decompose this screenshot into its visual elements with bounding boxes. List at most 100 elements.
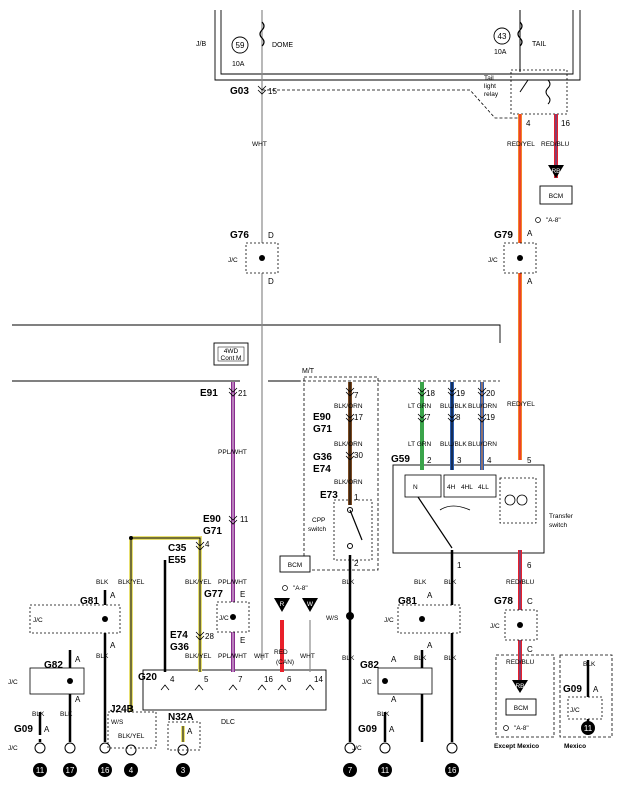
conn-n32a: N32A	[168, 712, 194, 723]
conn-g77-top: E	[240, 590, 245, 599]
fuse-dome-amp: 10A	[232, 61, 245, 68]
ground-label-11-right: 11	[381, 766, 390, 775]
bcm-except-mexico: RB BCM "A-8"	[503, 680, 537, 732]
jc-label-g09-mex: J/C	[570, 707, 580, 714]
conn-e74-b: E74	[313, 464, 331, 475]
ground-label-7: 7	[348, 766, 353, 775]
conn-g20-pin-6: 6	[287, 675, 292, 684]
label-blk-mex: BLK	[583, 661, 596, 668]
label-blk-tr-1: BLK	[444, 579, 457, 586]
label-wht-14: WHT	[300, 653, 315, 660]
label-blk-left-3: BLK	[60, 711, 73, 718]
relay-line-2: light	[484, 83, 496, 90]
bcm-top-ref: "A-8"	[546, 217, 561, 224]
top-pin-20: 20	[486, 389, 495, 398]
label-blk-cpp: BLK	[342, 579, 355, 586]
bcm-can-ref: "A-8"	[293, 585, 308, 592]
conn-g76-bottom: D	[268, 277, 274, 286]
label-red: RED	[274, 649, 288, 656]
label-red-blu-mid: RED/BLU	[506, 579, 534, 586]
conn-g81-right-pin-a: A	[427, 591, 433, 600]
ground-label-17: 17	[66, 766, 75, 775]
conn-g09-mex: G09	[563, 684, 582, 695]
label-ppl-wht-1: PPL/WHT	[218, 449, 247, 456]
label-blk-orn-3: BLK/ORN	[334, 479, 363, 486]
conn-e90-b: E90	[313, 412, 331, 423]
conn-g77: G77	[204, 589, 223, 600]
frames	[12, 10, 613, 751]
relay-line-1: Tail	[484, 75, 494, 82]
jc-label-g81-left: J/C	[33, 617, 43, 624]
connector-labels: G03 15 G76 D D G79 A A E91 21 E90 G71 11…	[14, 86, 599, 736]
ground-17: 17	[63, 742, 77, 777]
conn-g03-pin: 15	[268, 87, 277, 96]
top-pin-19: 19	[456, 389, 465, 398]
conn-g78: G78	[494, 596, 513, 607]
label-blu-blk-1: BLU/BLK	[440, 403, 467, 410]
conn-g82-left: G82	[44, 660, 63, 671]
ground-16-right: 16	[445, 742, 459, 777]
label-can: (CAN)	[276, 659, 294, 666]
conn-e73: E73	[320, 490, 338, 501]
conn-g78-bottom: C	[527, 645, 533, 654]
conn-j24b: J24B	[110, 704, 134, 715]
jc-boxes	[29, 242, 603, 739]
ground-label-4: 4	[129, 766, 134, 775]
label-blk-orn-1: BLK/ORN	[334, 403, 363, 410]
conn-g59-pin-4: 4	[487, 456, 492, 465]
cpp-switch: CPP switch	[308, 507, 363, 549]
relay-pin-16: 16	[561, 119, 570, 128]
pos-4ll: 4LL	[478, 484, 489, 491]
transfer-label-2: switch	[549, 522, 567, 529]
label-blu-blk-2: BLU/BLK	[440, 441, 467, 448]
connector-ticks	[195, 85, 487, 641]
conn-e91-pin: 21	[238, 389, 247, 398]
conn-g59-pin-3: 3	[457, 456, 462, 465]
conn-e55: E55	[168, 555, 186, 566]
label-mt: M/T	[302, 368, 315, 375]
conn-g79: G79	[494, 230, 513, 241]
conn-g71-b: G71	[313, 424, 332, 435]
label-blk-tr-3: BLK	[414, 655, 427, 662]
conn-g20: G20	[138, 672, 157, 683]
ground-label-16-right: 16	[448, 766, 457, 775]
bcm-can-w: W	[307, 601, 314, 608]
conn-g76-top: D	[268, 231, 274, 240]
conn-g20-pin-4: 4	[170, 675, 175, 684]
label-blk-cpp-2: BLK	[342, 655, 355, 662]
label-ppl-wht-2: PPL/WHT	[218, 579, 247, 586]
label-blk-left-1: BLK	[96, 579, 109, 586]
ground-16-left: 16	[98, 742, 112, 777]
pos-4hl: 4HL	[461, 484, 473, 491]
conn-e90-b-pin-8: 8	[456, 413, 461, 422]
label-blk-yel-j24b: BLK/YEL	[118, 733, 145, 740]
cpp-label-2: switch	[308, 526, 326, 533]
label-red-yel-top: RED/YEL	[507, 141, 535, 148]
label-except-mexico: Except Mexico	[494, 743, 539, 750]
jc-label-g09-right: J/C	[352, 745, 362, 752]
transfer-switch: N 4H 4HL 4LL Transfer switch	[404, 474, 574, 549]
conn-g78-top: C	[527, 597, 533, 606]
conn-g03: G03	[230, 86, 249, 97]
fuse-dome: 59 DOME 10A J/B	[196, 21, 293, 68]
conn-g81-right: G81	[398, 596, 417, 607]
jc-label-g09-left: J/C	[8, 745, 18, 752]
ground-label-11-mex: 11	[584, 724, 593, 733]
conn-g09-left-pin: A	[44, 725, 50, 734]
conn-g82-left-pin-a: A	[75, 655, 81, 664]
conn-g81-right-pin-b: A	[427, 641, 433, 650]
ground-7: 7	[343, 742, 357, 777]
grounds: 11 17 16 4 3 7 11	[33, 721, 595, 777]
jc-label-g81-right: J/C	[384, 617, 394, 624]
fuse-tail: 43 TAIL 10A	[493, 21, 546, 56]
ground-11-right: 11	[378, 742, 392, 777]
conn-g36-b-pin: 30	[354, 451, 363, 460]
jc-label-g77: J/C	[219, 615, 229, 622]
conn-e74-pin: 28	[205, 632, 214, 641]
conn-g09-mex-pin: A	[593, 685, 599, 694]
transfer-label-1: Transfer	[549, 513, 574, 520]
dlc-terminals	[160, 684, 315, 691]
ground-4: 4	[124, 744, 138, 777]
label-cont-m: Cont M	[221, 355, 242, 362]
conn-g82-right-pin-b: A	[391, 695, 397, 704]
